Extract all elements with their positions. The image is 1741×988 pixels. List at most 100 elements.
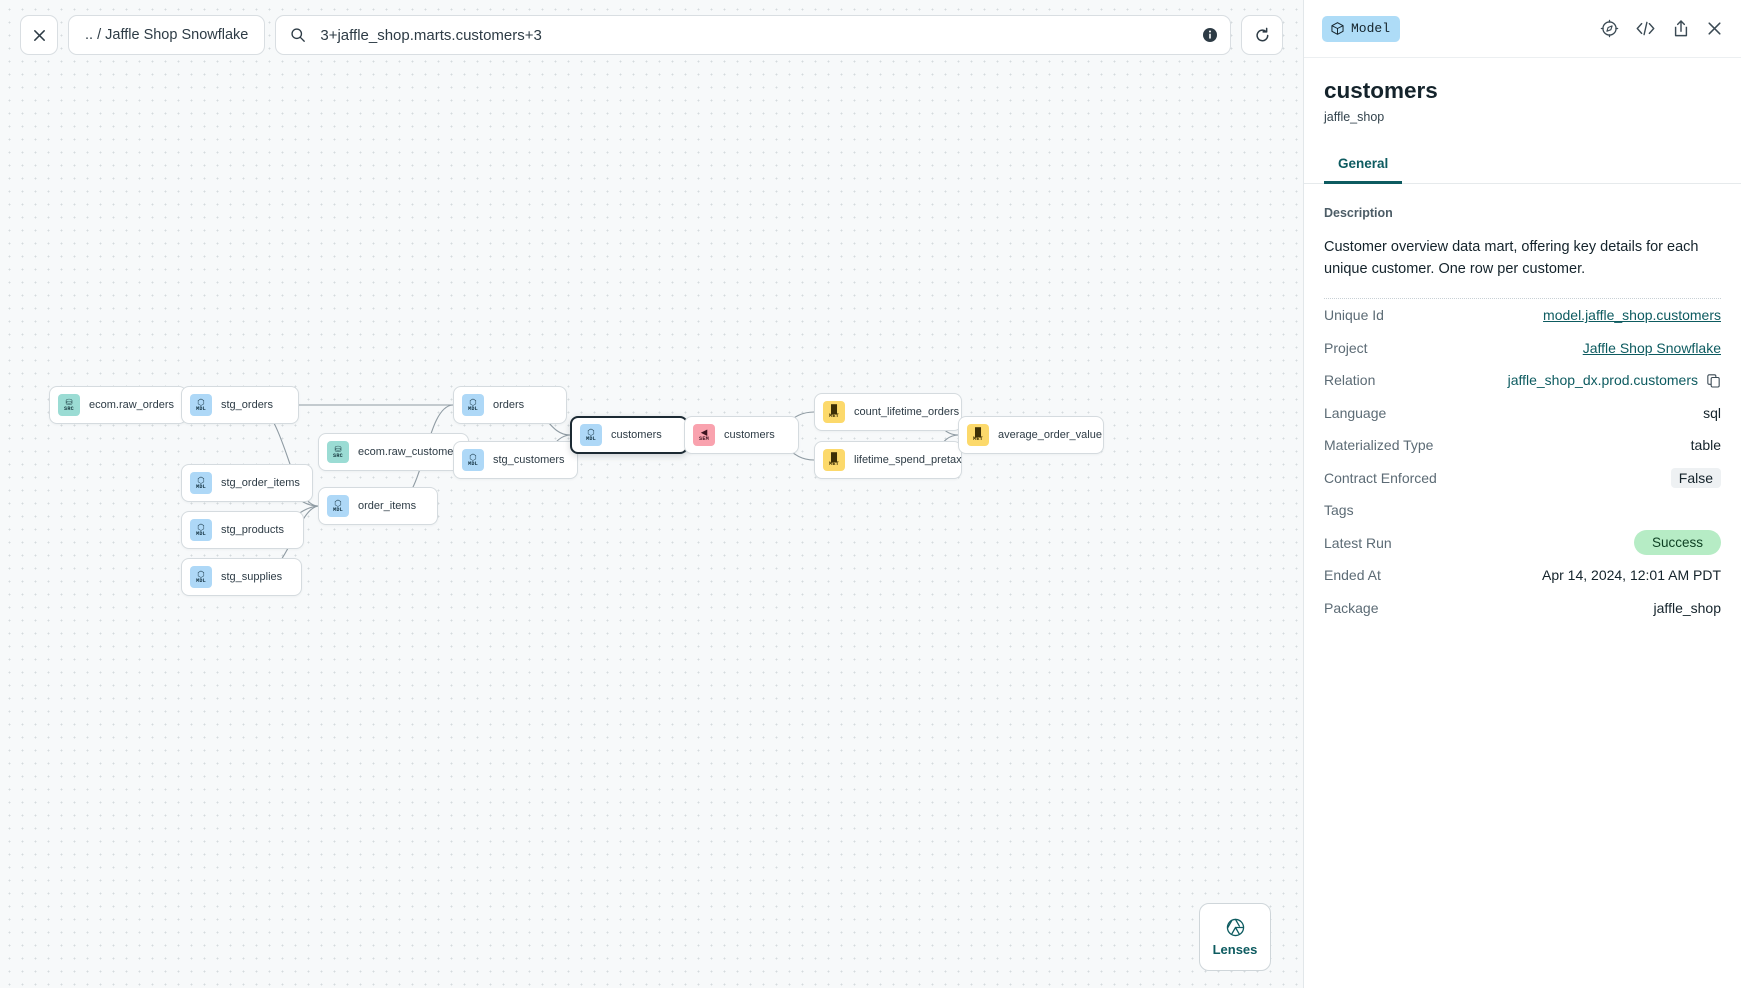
- status-badge: Success: [1633, 530, 1721, 556]
- property-value-text: jaffle_shop_dx.prod.customers: [1507, 372, 1698, 389]
- tab-general[interactable]: General: [1324, 150, 1403, 184]
- contract-enforced-chip: False: [1670, 467, 1721, 488]
- lineage-node-label: average_order_value: [998, 429, 1102, 441]
- property-value[interactable]: jaffle_shop_dx.prod.customers: [1508, 372, 1721, 388]
- lineage-node-average_order_value[interactable]: █MET average_order_value: [958, 416, 1104, 454]
- node-type-abbr: SEM: [699, 435, 709, 442]
- property-value: jaffle_shop: [1654, 600, 1721, 616]
- close-icon[interactable]: [1706, 20, 1723, 37]
- property-value-text: Apr 14, 2024, 12:01 AM PDT: [1542, 567, 1721, 584]
- close-graph-button[interactable]: [20, 15, 58, 55]
- property-row: Ended At Apr 14, 2024, 12:01 AM PDT: [1324, 559, 1721, 592]
- mdl-type-icon: ⬡MDL: [462, 449, 484, 471]
- property-value-text: Jaffle Shop Snowflake: [1582, 339, 1721, 356]
- panel-actions: [1600, 19, 1723, 38]
- lineage-node-stg_supplies[interactable]: ⬡MDL stg_supplies: [181, 558, 302, 596]
- mdl-type-icon: ⬡MDL: [327, 495, 349, 517]
- explore-icon[interactable]: [1600, 19, 1619, 38]
- panel-tabs: General: [1304, 150, 1741, 184]
- mdl-type-icon: ⬡MDL: [190, 519, 212, 541]
- lineage-canvas[interactable]: .. / Jaffle Shop Snowflake ⛁SRC ecom.raw_…: [0, 0, 1303, 988]
- property-value: table: [1691, 437, 1721, 453]
- node-type-abbr: MET: [973, 435, 983, 442]
- mdl-type-icon: ⬡MDL: [190, 394, 212, 416]
- property-key: Ended At: [1324, 567, 1381, 584]
- lineage-node-customers_model[interactable]: ⬡MDL customers: [570, 416, 688, 454]
- search-input[interactable]: [318, 25, 1190, 45]
- lineage-node-label: ecom.raw_customers: [358, 446, 463, 458]
- property-value-text: sql: [1703, 404, 1721, 421]
- lineage-node-label: stg_products: [221, 524, 284, 536]
- model-badge-label: Model: [1351, 21, 1391, 36]
- met-type-icon: █MET: [967, 424, 989, 446]
- lineage-node-lifetime_spend_pretax[interactable]: █MET lifetime_spend_pretax: [814, 441, 962, 479]
- refresh-button[interactable]: [1241, 15, 1283, 55]
- lenses-button[interactable]: Lenses: [1199, 903, 1271, 971]
- model-type-badge[interactable]: Model: [1322, 15, 1401, 42]
- lineage-node-label: ecom.raw_orders: [89, 399, 174, 411]
- lenses-label: Lenses: [1212, 942, 1258, 957]
- lineage-node-customers_semantic[interactable]: ◀SEM customers: [684, 416, 799, 454]
- property-key: Latest Run: [1324, 534, 1392, 551]
- node-type-abbr: SRC: [64, 405, 74, 412]
- met-type-icon: █MET: [823, 449, 845, 471]
- lineage-node-label: orders: [493, 399, 525, 411]
- node-type-abbr: MDL: [333, 506, 343, 513]
- property-value-text: jaffle_shop: [1653, 599, 1721, 616]
- property-value-text: table: [1690, 437, 1721, 454]
- src-type-icon: ⛁SRC: [58, 394, 80, 416]
- lineage-search[interactable]: [275, 15, 1231, 55]
- node-type-abbr: MDL: [468, 405, 478, 412]
- property-key: Project: [1324, 339, 1368, 356]
- lineage-node-order_items[interactable]: ⬡MDL order_items: [318, 487, 438, 525]
- property-key: Tags: [1324, 502, 1354, 519]
- node-type-abbr: MDL: [196, 577, 206, 584]
- mdl-type-icon: ⬡MDL: [580, 424, 602, 446]
- page-subtitle: jaffle_shop: [1324, 110, 1385, 124]
- lineage-node-stg_products[interactable]: ⬡MDL stg_products: [181, 511, 304, 549]
- info-icon[interactable]: [1202, 27, 1218, 43]
- node-type-abbr: MDL: [196, 483, 206, 490]
- breadcrumb[interactable]: .. / Jaffle Shop Snowflake: [68, 15, 266, 55]
- lineage-node-label: stg_supplies: [221, 571, 283, 583]
- node-type-abbr: MET: [829, 412, 839, 419]
- property-value[interactable]: model.jaffle_shop.customers: [1543, 307, 1721, 323]
- description-text: Customer overview data mart, offering ke…: [1324, 239, 1699, 278]
- sem-type-icon: ◀SEM: [693, 424, 715, 446]
- panel-title-wrap: customers jaffle_shop: [1304, 58, 1741, 124]
- lineage-node-label: customers: [724, 429, 775, 441]
- lineage-node-label: lifetime_spend_pretax: [854, 454, 962, 466]
- mdl-type-icon: ⬡MDL: [190, 566, 212, 588]
- property-value[interactable]: Jaffle Shop Snowflake: [1583, 340, 1721, 356]
- node-type-abbr: SRC: [333, 452, 343, 459]
- node-type-abbr: MDL: [468, 460, 478, 467]
- panel-body: Description Customer overview data mart,…: [1304, 184, 1741, 624]
- code-icon[interactable]: [1635, 19, 1656, 38]
- mdl-type-icon: ⬡MDL: [190, 472, 212, 494]
- share-icon[interactable]: [1672, 19, 1690, 38]
- lineage-node-label: customers: [611, 429, 662, 441]
- copy-icon[interactable]: [1706, 373, 1721, 388]
- page-title: customers: [1324, 78, 1438, 103]
- lineage-node-label: order_items: [358, 500, 417, 512]
- property-value: False: [1670, 467, 1721, 488]
- lineage-node-ecom_raw_orders[interactable]: ⛁SRC ecom.raw_orders: [49, 386, 187, 424]
- node-type-abbr: MET: [829, 460, 839, 467]
- property-value: Apr 14, 2024, 12:01 AM PDT: [1542, 567, 1721, 583]
- description-label: Description: [1324, 206, 1393, 220]
- node-type-abbr: MDL: [196, 530, 206, 537]
- aperture-icon: [1225, 917, 1246, 938]
